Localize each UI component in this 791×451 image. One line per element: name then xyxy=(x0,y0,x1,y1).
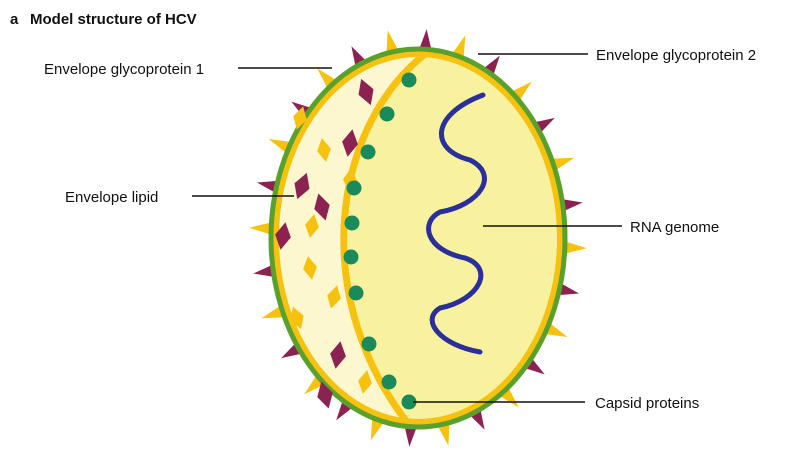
panel-letter: a xyxy=(10,11,19,28)
capsid-protein xyxy=(345,216,360,231)
capsid-protein xyxy=(402,73,417,88)
label-capsid-proteins: Capsid proteins xyxy=(595,395,699,412)
label-envelope-glycoprotein-1: Envelope glycoprotein 1 xyxy=(44,61,204,78)
capsid-protein xyxy=(362,337,377,352)
capsid-protein xyxy=(344,250,359,265)
capsid-protein xyxy=(349,286,364,301)
capsid-protein xyxy=(382,375,397,390)
label-envelope-glycoprotein-2: Envelope glycoprotein 2 xyxy=(596,47,756,64)
figure-title: Model structure of HCV xyxy=(30,11,197,28)
label-rna-genome: RNA genome xyxy=(630,219,719,236)
capsid-protein xyxy=(347,181,362,196)
virion-body xyxy=(250,40,565,430)
label-envelope-lipid: Envelope lipid xyxy=(65,189,158,206)
capsid-protein xyxy=(361,145,376,160)
capsid-protein xyxy=(380,107,395,122)
